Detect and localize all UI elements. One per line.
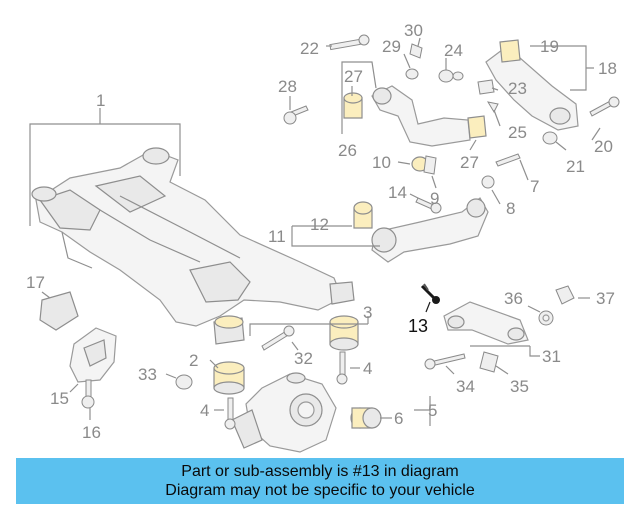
callout-19: 19 (540, 37, 559, 56)
callout-21: 21 (566, 157, 585, 176)
part-lower-arm (485, 39, 579, 131)
callout-numbers: 1 2 3 4 4 5 6 7 8 9 10 11 12 13 14 15 16… (26, 21, 617, 442)
part-bushing-3 (329, 315, 359, 351)
callout-3: 3 (363, 303, 372, 322)
callout-15: 15 (50, 389, 69, 408)
callout-8: 8 (506, 199, 515, 218)
callout-23: 23 (508, 79, 527, 98)
part-bushing-2 (213, 361, 245, 395)
part-subframe (31, 147, 355, 345)
callout-27: 27 (344, 67, 363, 86)
callout-16: 16 (82, 423, 101, 442)
callout-37: 37 (596, 289, 615, 308)
callout-28: 28 (278, 77, 297, 96)
callout-25: 25 (508, 123, 527, 142)
leader-lines (29, 37, 601, 426)
callout-30: 30 (404, 21, 423, 40)
callout-10: 10 (372, 153, 391, 172)
callout-17: 17 (26, 273, 45, 292)
callout-18: 18 (598, 59, 617, 78)
callout-13: 13 (408, 316, 428, 336)
exploded-parts-diagram: 1 2 3 4 4 5 6 7 8 9 10 11 12 13 14 15 16… (26, 21, 620, 453)
callout-9: 9 (430, 189, 439, 208)
part-knuckle (231, 372, 337, 453)
part-13-bolt[interactable] (420, 283, 440, 304)
callout-20: 20 (594, 137, 613, 156)
callout-33: 33 (138, 365, 157, 384)
callout-11: 11 (268, 227, 286, 246)
callout-27: 27 (460, 153, 479, 172)
callout-1: 1 (96, 91, 105, 110)
banner-line-part-number: Part or sub-assembly is #13 in diagram (181, 463, 459, 480)
part-mount-17 (39, 291, 79, 331)
callout-12: 12 (310, 215, 329, 234)
part-trailing-arm (353, 197, 489, 263)
callout-6: 6 (394, 409, 403, 428)
callout-14: 14 (388, 183, 407, 202)
callout-4: 4 (200, 401, 209, 420)
callout-32: 32 (294, 349, 313, 368)
callout-26: 26 (338, 141, 357, 160)
callout-31: 31 (542, 347, 561, 366)
part-lateral-link-31 (443, 301, 529, 345)
part-bracket-15 (69, 327, 117, 383)
callout-2: 2 (189, 351, 198, 370)
part-bushing-6 (350, 407, 382, 429)
callout-4: 4 (363, 359, 372, 378)
callout-7: 7 (530, 177, 539, 196)
callout-34: 34 (456, 377, 475, 396)
callout-5: 5 (428, 401, 437, 420)
callout-24: 24 (444, 41, 463, 60)
callout-22: 22 (300, 39, 319, 58)
part-upper-arm (343, 85, 487, 147)
banner-line-disclaimer: Diagram may not be specific to your vehi… (165, 482, 475, 499)
callout-35: 35 (510, 377, 529, 396)
callout-36: 36 (504, 289, 523, 308)
info-banner: Part or sub-assembly is #13 in diagram D… (16, 458, 624, 504)
fasteners (81, 34, 620, 430)
callout-29: 29 (382, 37, 401, 56)
